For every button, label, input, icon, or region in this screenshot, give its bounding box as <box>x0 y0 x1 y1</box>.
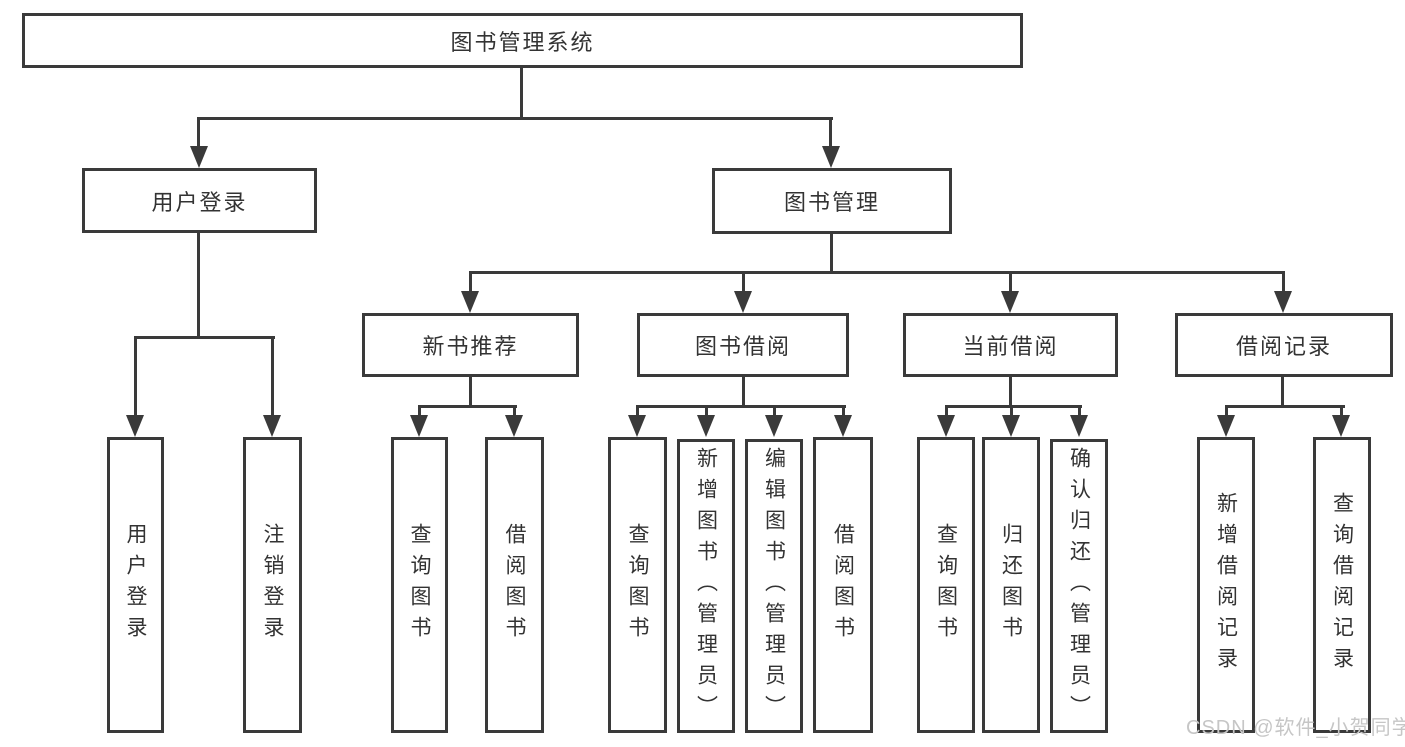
node-book-management: 图书管理 <box>712 168 952 234</box>
connector-line <box>1281 375 1284 408</box>
connector-line <box>945 405 1082 408</box>
arrowhead-down-icon <box>461 291 479 313</box>
connector-line <box>636 405 846 408</box>
connector-line <box>1340 405 1343 419</box>
connector-line <box>1078 405 1081 419</box>
connector-line <box>705 405 708 419</box>
node-new-book-recommend: 新书推荐 <box>362 313 579 377</box>
node-book-borrow: 图书借阅 <box>637 313 849 377</box>
leaf-label: 借阅图书 <box>831 523 855 647</box>
leaf-label: 新增图书（管理员） <box>694 446 718 726</box>
node-root-library-system: 图书管理系统 <box>22 13 1023 68</box>
connector-line <box>469 271 1285 274</box>
leaf-borrow-add-books-admin: 新增图书（管理员） <box>677 439 735 733</box>
leaf-label: 确认归还（管理员） <box>1067 446 1091 726</box>
connector-line <box>842 405 845 419</box>
connector-line <box>742 375 745 408</box>
csdn-watermark: CSDN @软件_小贺同学 <box>1186 717 1405 739</box>
arrowhead-down-icon <box>410 415 428 437</box>
leaf-label: 查询图书 <box>934 523 958 647</box>
connector-line <box>513 405 516 419</box>
connector-line <box>469 271 472 294</box>
connector-line <box>469 375 472 408</box>
arrowhead-down-icon <box>1274 291 1292 313</box>
leaf-borrow-edit-books-admin: 编辑图书（管理员） <box>745 439 803 733</box>
connector-line <box>742 271 745 294</box>
connector-line <box>829 117 832 149</box>
arrowhead-down-icon <box>1332 415 1350 437</box>
leaf-current-return-books: 归还图书 <box>982 437 1040 733</box>
leaf-label: 归还图书 <box>999 523 1023 647</box>
connector-line <box>271 336 274 418</box>
arrowhead-down-icon <box>1070 415 1088 437</box>
connector-line <box>1009 375 1012 408</box>
connector-line <box>1009 271 1012 294</box>
node-user-login: 用户登录 <box>82 168 317 233</box>
connector-line <box>1225 405 1345 408</box>
connector-line <box>134 336 275 339</box>
leaf-label: 借阅图书 <box>503 523 526 647</box>
leaf-borrow-query-books: 查询图书 <box>608 437 667 733</box>
connector-line <box>945 405 948 419</box>
connector-line <box>520 66 523 119</box>
arrowhead-down-icon <box>765 415 783 437</box>
arrowhead-down-icon <box>822 146 840 168</box>
connector-line <box>773 405 776 419</box>
arrowhead-down-icon <box>628 415 646 437</box>
connector-line <box>1010 405 1013 419</box>
connector-line <box>197 117 833 120</box>
connector-line <box>134 336 137 418</box>
node-current-borrow: 当前借阅 <box>903 313 1118 377</box>
leaf-label: 查询图书 <box>408 523 431 647</box>
connector-line <box>830 232 833 274</box>
arrowhead-down-icon <box>937 415 955 437</box>
arrowhead-down-icon <box>1217 415 1235 437</box>
connector-line <box>197 231 200 339</box>
leaf-logout: 注销登录 <box>243 437 302 733</box>
leaf-label: 查询借阅记录 <box>1330 492 1354 678</box>
leaf-recommend-borrow-books: 借阅图书 <box>485 437 544 733</box>
arrowhead-down-icon <box>1001 291 1019 313</box>
leaf-user-login: 用户登录 <box>107 437 164 733</box>
leaf-label: 注销登录 <box>261 523 284 647</box>
leaf-records-add-record: 新增借阅记录 <box>1197 437 1255 733</box>
arrowhead-down-icon <box>263 415 281 437</box>
arrowhead-down-icon <box>126 415 144 437</box>
arrowhead-down-icon <box>505 415 523 437</box>
arrowhead-down-icon <box>1002 415 1020 437</box>
connector-line <box>636 405 639 419</box>
arrowhead-down-icon <box>190 146 208 168</box>
leaf-label: 用户登录 <box>124 523 147 647</box>
connector-line <box>418 405 517 408</box>
connector-line <box>1282 271 1285 294</box>
arrowhead-down-icon <box>834 415 852 437</box>
leaf-current-query-books: 查询图书 <box>917 437 975 733</box>
leaf-recommend-query-books: 查询图书 <box>391 437 448 733</box>
arrowhead-down-icon <box>734 291 752 313</box>
leaf-label: 编辑图书（管理员） <box>762 446 786 726</box>
node-borrow-records: 借阅记录 <box>1175 313 1393 377</box>
arrowhead-down-icon <box>697 415 715 437</box>
leaf-label: 查询图书 <box>626 523 649 647</box>
leaf-records-query-record: 查询借阅记录 <box>1313 437 1371 733</box>
connector-line <box>418 405 421 419</box>
leaf-borrow-borrow-books: 借阅图书 <box>813 437 873 733</box>
leaf-current-confirm-return-admin: 确认归还（管理员） <box>1050 439 1108 733</box>
leaf-label: 新增借阅记录 <box>1214 492 1238 678</box>
connector-line <box>197 117 200 149</box>
connector-line <box>1225 405 1228 419</box>
